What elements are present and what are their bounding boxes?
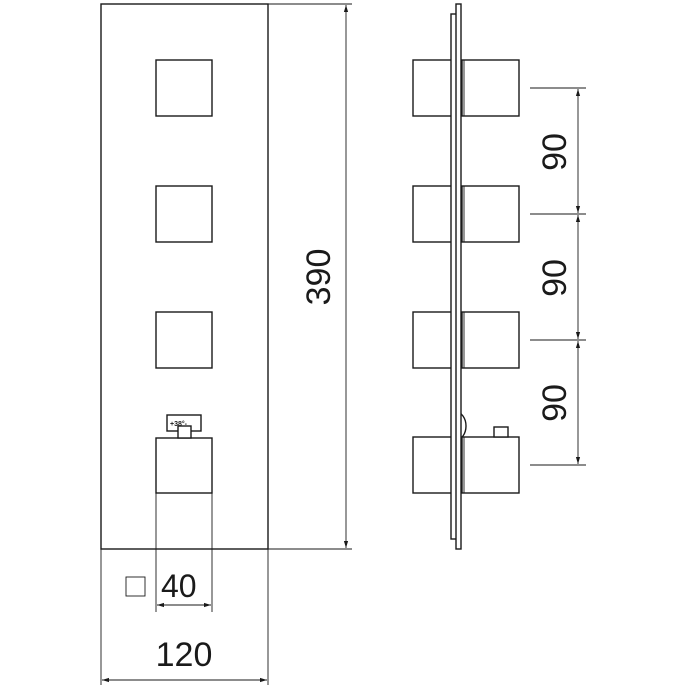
knob-3 xyxy=(155,311,213,369)
knob-size-dimension: 40 xyxy=(125,493,213,612)
side-view xyxy=(412,3,520,550)
side-knob-indicator xyxy=(493,426,509,438)
width-dimension: 120 xyxy=(100,549,269,685)
knob-indicator xyxy=(177,425,192,439)
knob-size-label: 40 xyxy=(161,568,197,604)
knob-1 xyxy=(155,59,213,117)
spacing-label-2: 90 xyxy=(536,259,574,297)
side-plate-front xyxy=(455,3,462,550)
temperature-label: +38°- xyxy=(170,420,188,428)
spacing-label-3: 90 xyxy=(536,384,574,422)
spacing-label-1: 90 xyxy=(536,133,574,171)
knob-2 xyxy=(155,185,213,243)
thermostatic-knob xyxy=(155,437,213,494)
front-view: +38°- xyxy=(100,3,269,550)
height-dimension: 390 xyxy=(268,3,352,550)
square-symbol-icon xyxy=(125,576,146,597)
spacing-dimensions: 90 90 90 xyxy=(530,87,586,466)
width-label: 120 xyxy=(156,636,213,674)
height-label: 390 xyxy=(300,249,338,306)
